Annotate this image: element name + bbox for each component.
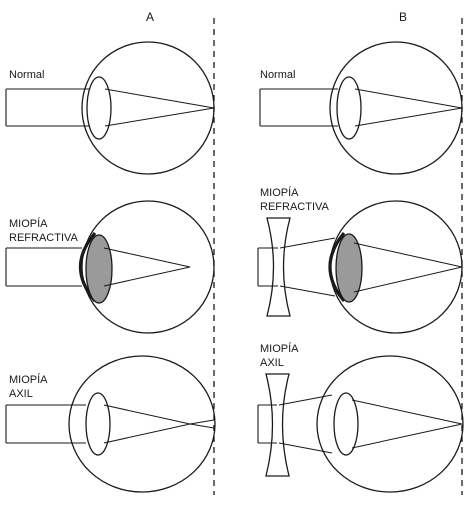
steep-cornea (328, 231, 346, 303)
crystalline-lens (85, 234, 113, 304)
light-beam (5, 88, 90, 127)
focus-cone (103, 404, 191, 444)
focus-cone (351, 399, 463, 449)
panel-label-line-2: AXIL (260, 357, 284, 369)
panel-label-line-1: MIOPÍA (260, 342, 299, 355)
panel-label-line-2: AXIL (9, 388, 33, 400)
light-beam (5, 247, 82, 287)
panel-label-line-2: REFRACTIVA (260, 201, 330, 213)
eyeball (316, 355, 464, 493)
focus-cone (103, 247, 191, 287)
panel-label-line-1: MIOPÍA (260, 186, 299, 199)
concave-corrective-lens (265, 373, 290, 477)
column-label-a: A (146, 10, 154, 24)
focus-cone (353, 242, 463, 293)
crystalline-lens (86, 76, 112, 140)
light-beam (259, 88, 338, 127)
focus-cone (354, 88, 463, 127)
eyeball (329, 41, 463, 175)
panel-b-axial: MIOPÍA AXIL (257, 342, 464, 493)
panel-a-axial: MIOPÍA AXIL (5, 355, 216, 493)
crystalline-lens (335, 233, 363, 303)
light-beam (257, 247, 278, 287)
diverged-beam (278, 394, 333, 454)
panel-b-refractive: MIOPÍA REFRACTIVA (257, 186, 463, 334)
panel-a-normal: Normal (5, 41, 215, 175)
panel-a-refractive: MIOPÍA REFRACTIVA (5, 200, 215, 334)
panel-label: Normal (9, 69, 44, 81)
crystalline-lens (333, 392, 359, 456)
light-beam (257, 404, 277, 444)
panel-label: Normal (260, 69, 295, 81)
concave-corrective-lens (266, 217, 291, 317)
panel-label-line-1: MIOPÍA (9, 217, 48, 230)
crystalline-lens (85, 392, 111, 456)
light-beam (5, 404, 86, 444)
diverged-beam (279, 237, 336, 297)
crystalline-lens (336, 76, 362, 140)
divergent-rays (189, 419, 215, 429)
focus-cone (104, 88, 215, 127)
column-label-b: B (399, 10, 407, 24)
panel-b-normal: Normal (259, 41, 463, 175)
eyeball (68, 355, 216, 493)
panel-label-line-2: REFRACTIVA (9, 232, 79, 244)
panel-label-line-1: MIOPÍA (9, 373, 48, 386)
eyeball (81, 41, 215, 175)
